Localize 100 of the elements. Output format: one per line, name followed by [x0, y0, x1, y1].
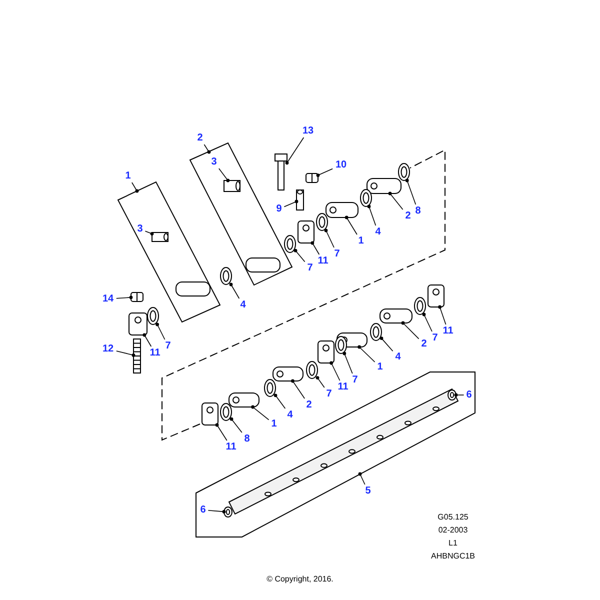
- callout-number: 7: [432, 332, 438, 344]
- nut-drawing: [306, 173, 318, 183]
- callout-number: 2: [306, 400, 312, 410]
- assembly-outline: [117, 181, 221, 323]
- leader-line: [208, 510, 226, 514]
- callout-number: 2: [405, 210, 411, 222]
- leader-line: [380, 336, 394, 352]
- callout-number: 7: [326, 388, 332, 400]
- leader-line: [116, 350, 136, 357]
- leader-line: [156, 322, 166, 340]
- callout-number: 11: [150, 348, 160, 358]
- nut-drawing: [130, 292, 144, 302]
- pin-drawing: [224, 180, 240, 192]
- pedestal-drawing: [202, 402, 218, 426]
- pedestal-drawing: [428, 284, 444, 308]
- leader-line: [218, 168, 230, 182]
- leader-line: [294, 248, 306, 262]
- callout-number: 1: [358, 236, 364, 246]
- rocker-arm-drawing: [380, 308, 412, 324]
- ring-drawing: [264, 379, 276, 397]
- rocker-arm-drawing: [326, 202, 358, 218]
- leader-line: [251, 405, 270, 420]
- leader-line: [358, 472, 366, 485]
- callout-number: 14: [102, 294, 114, 304]
- callout-number: 7: [334, 248, 340, 260]
- rocker-arm-drawing: [272, 366, 304, 382]
- leader-line: [142, 333, 152, 347]
- pedestal-drawing: [128, 312, 148, 336]
- pin-drawing: [152, 232, 168, 242]
- leader-line: [454, 393, 464, 397]
- callout-number: 6: [466, 390, 472, 400]
- ring-drawing: [316, 213, 328, 231]
- callout-number: 7: [352, 374, 358, 386]
- ring-drawing: [284, 235, 296, 253]
- leader-line: [285, 137, 304, 165]
- plug-drawing: [448, 390, 456, 400]
- callout-number: 1: [377, 362, 383, 372]
- bolt-drawing: [274, 154, 288, 190]
- leader-line: [367, 204, 376, 226]
- leader-line: [316, 168, 333, 177]
- callout-number: 8: [415, 206, 421, 216]
- callout-number: 4: [395, 352, 401, 362]
- reference-code: G05.125: [438, 512, 468, 522]
- ring-drawing: [398, 163, 410, 181]
- callout-number: 9: [276, 204, 282, 214]
- pedestal-drawing: [298, 220, 314, 244]
- leader-line: [230, 417, 242, 433]
- callout-number: 4: [240, 300, 246, 310]
- leader-line: [229, 282, 240, 299]
- leader-line: [388, 192, 404, 210]
- callout-number: 10: [335, 160, 347, 170]
- leader-line: [344, 216, 358, 235]
- leader-line: [342, 352, 353, 374]
- ring-drawing: [220, 267, 232, 285]
- ring-drawing: [414, 297, 426, 315]
- callout-number: 2: [197, 132, 203, 144]
- leader-line: [284, 200, 298, 208]
- leader-line: [291, 379, 305, 399]
- ring-drawing: [220, 403, 232, 421]
- plug-drawing: [224, 506, 232, 518]
- callout-number: 4: [375, 226, 381, 238]
- pin-drawing: [296, 190, 304, 210]
- reference-code: L1: [448, 538, 458, 548]
- leader-line: [132, 182, 139, 193]
- leader-line: [438, 305, 446, 325]
- callout-number: 3: [211, 156, 217, 168]
- ring-drawing: [370, 323, 382, 341]
- leader-line: [330, 361, 340, 381]
- callout-number: 3: [137, 224, 143, 234]
- ring-drawing: [360, 189, 372, 207]
- callout-number: 8: [244, 434, 250, 444]
- leader-line: [358, 345, 376, 362]
- copyright-notice: © Copyright, 2016.: [266, 574, 334, 584]
- leader-line: [401, 321, 420, 340]
- callout-number: 11: [318, 256, 328, 266]
- callout-number: 1: [125, 170, 131, 182]
- leader-line: [422, 312, 432, 332]
- assembly-outline: [189, 142, 293, 286]
- leader-line: [274, 394, 286, 409]
- leader-line: [215, 423, 228, 441]
- callout-number: 6: [200, 504, 206, 516]
- rocker-arm-drawing: [366, 178, 402, 194]
- leader-line: [324, 228, 334, 248]
- callout-number: 4: [287, 410, 293, 420]
- callout-number: 2: [421, 338, 427, 350]
- ring-drawing: [306, 361, 318, 379]
- callout-number: 7: [165, 340, 171, 352]
- leader-line: [310, 241, 320, 255]
- stud-drawing: [133, 338, 141, 374]
- callout-number: 7: [307, 262, 313, 274]
- callout-number: 11: [226, 442, 236, 452]
- callout-number: 11: [338, 382, 348, 392]
- date-code: 02-2003: [438, 526, 468, 534]
- rocker-arm-drawing: [228, 392, 260, 408]
- leader-line: [204, 144, 211, 154]
- callout-number: 11: [442, 326, 454, 336]
- callout-number: 1: [271, 418, 277, 430]
- callout-number: 5: [365, 486, 371, 496]
- leader-line: [316, 376, 325, 388]
- leader-line: [144, 230, 154, 236]
